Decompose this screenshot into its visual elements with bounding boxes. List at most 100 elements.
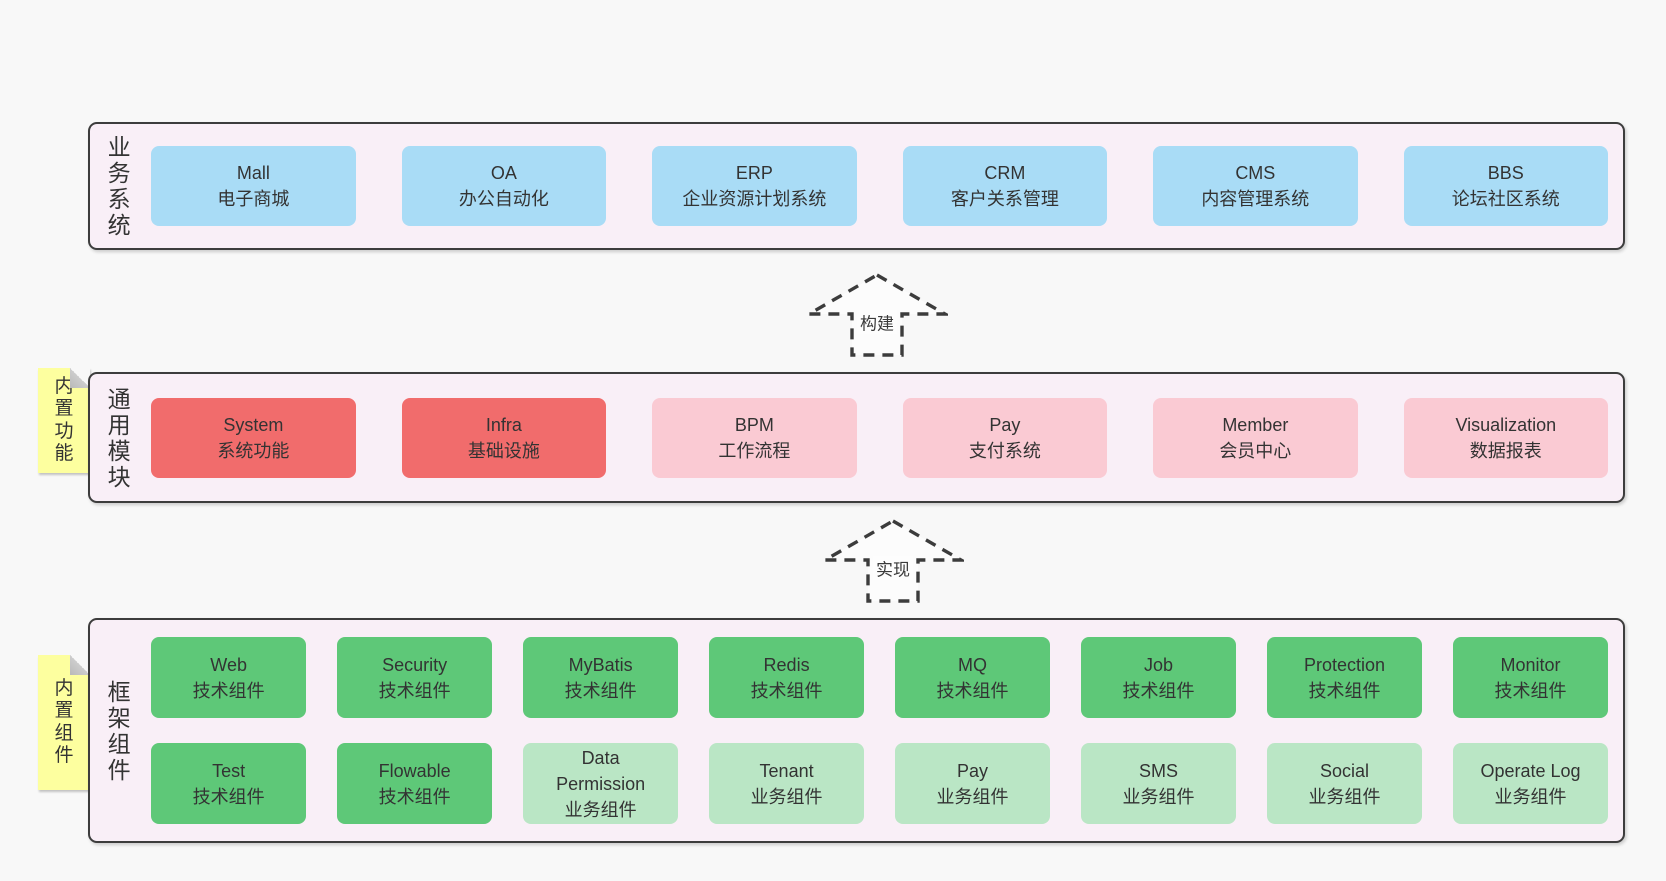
box-visualization: Visualization 数据报表 <box>1403 397 1609 478</box>
box-subtitle: 技术组件 <box>936 680 1009 701</box>
sticky-label: 内置功能 <box>54 375 74 465</box>
box-subtitle: 业务组件 <box>1122 786 1195 807</box>
box-subtitle: 技术组件 <box>1494 680 1567 701</box>
box-title: Web <box>210 654 247 675</box>
box-subtitle: 业务组件 <box>1308 786 1381 807</box>
box-member: Member 会员中心 <box>1153 397 1358 478</box>
box-subtitle: 技术组件 <box>1122 680 1195 701</box>
box-subtitle: 业务组件 <box>936 786 1009 807</box>
layer-business-systems: 业务系统 Mall 电子商城 OA 办公自动化 ERP 企业资源计划系统 CRM… <box>88 122 1625 250</box>
sticky-note-builtin-features: 内置功能 <box>38 368 90 473</box>
box-web: Web 技术组件 <box>151 637 307 718</box>
layer-label-modules: 通用模块 <box>107 385 131 490</box>
box-subtitle: 业务组件 <box>564 799 637 820</box>
box-crm: CRM 客户关系管理 <box>902 146 1108 226</box>
layer-label-business: 业务系统 <box>107 134 131 238</box>
sticky-label: 内置组件 <box>54 677 74 767</box>
box-subtitle: 技术组件 <box>378 680 451 701</box>
box-title: Redis <box>763 654 810 675</box>
box-title: Visualization <box>1455 414 1557 435</box>
box-social: Social 业务组件 <box>1267 743 1423 824</box>
box-subtitle: 企业资源计划系统 <box>682 189 827 209</box>
box-infra: Infra 基础设施 <box>401 397 607 478</box>
box-title: CRM <box>984 163 1026 183</box>
box-monitor: Monitor 技术组件 <box>1453 637 1608 718</box>
box-title: Test <box>212 760 246 781</box>
box-bbs: BBS 论坛社区系统 <box>1403 146 1609 226</box>
box-title: BBS <box>1487 163 1524 183</box>
box-subtitle: 工作流程 <box>718 440 791 461</box>
box-title: MyBatis <box>568 654 633 675</box>
box-title: Social <box>1320 760 1370 781</box>
box-subtitle: 业务组件 <box>1494 786 1567 807</box>
box-subtitle: 支付系统 <box>968 440 1041 461</box>
sticky-fold-icon <box>70 368 90 388</box>
box-title: Pay <box>989 414 1021 435</box>
framework-boxes-grid: Web 技术组件 Security 技术组件 MyBatis 技术组件 Redi… <box>151 637 1608 824</box>
business-boxes-row: Mall 电子商城 OA 办公自动化 ERP 企业资源计划系统 CRM 客户关系… <box>151 146 1609 226</box>
box-subtitle: 技术组件 <box>1308 680 1381 701</box>
box-subtitle: 技术组件 <box>750 680 823 701</box>
modules-boxes-row: System 系统功能 Infra 基础设施 BPM 工作流程 Pay 支付系统… <box>151 397 1609 478</box>
box-mq: MQ 技术组件 <box>895 637 1051 718</box>
box-title: Mall <box>236 163 270 183</box>
box-title: CMS <box>1235 163 1276 183</box>
layer-common-modules: 通用模块 System 系统功能 Infra 基础设施 BPM 工作流程 Pay… <box>88 372 1625 503</box>
box-test: Test 技术组件 <box>151 743 307 824</box>
box-title: Operate Log <box>1480 760 1581 781</box>
arrow-build: 构建 <box>806 272 948 358</box>
box-cms: CMS 内容管理系统 <box>1153 146 1358 226</box>
box-title: Job <box>1144 654 1174 675</box>
sticky-fold-icon <box>70 655 90 675</box>
box-subtitle: 数据报表 <box>1469 440 1542 461</box>
box-title: SMS <box>1139 760 1179 781</box>
box-subtitle: 内容管理系统 <box>1201 189 1310 209</box>
box-job: Job 技术组件 <box>1081 637 1237 718</box>
box-subtitle: 技术组件 <box>564 680 637 701</box>
box-operate-log: Operate Log 业务组件 <box>1453 743 1608 824</box>
box-bpm: BPM 工作流程 <box>652 397 857 478</box>
sticky-note-builtin-components: 内置组件 <box>38 655 90 790</box>
box-pay-module: Pay 支付系统 <box>902 397 1108 478</box>
box-subtitle: 业务组件 <box>750 786 823 807</box>
box-title: BPM <box>734 414 774 435</box>
box-security: Security 技术组件 <box>337 637 493 718</box>
box-subtitle: 客户关系管理 <box>950 189 1059 209</box>
framework-row-2: Test 技术组件 Flowable 技术组件 Data Permission … <box>151 743 1608 824</box>
box-title: Data Permission <box>556 747 646 794</box>
box-mall: Mall 电子商城 <box>151 146 356 226</box>
box-subtitle: 论坛社区系统 <box>1451 189 1560 209</box>
arrow-implement-label: 实现 <box>873 555 913 581</box>
box-subtitle: 基础设施 <box>467 440 540 461</box>
layer-label-framework: 框架组件 <box>107 678 131 783</box>
box-subtitle: 办公自动化 <box>458 189 549 209</box>
box-subtitle: 系统功能 <box>217 440 290 461</box>
box-title: Monitor <box>1500 654 1561 675</box>
box-title: MQ <box>958 654 988 675</box>
box-subtitle: 会员中心 <box>1219 440 1292 461</box>
box-title: Pay <box>957 760 989 781</box>
box-subtitle: 技术组件 <box>192 680 265 701</box>
box-data-permission: Data Permission 业务组件 <box>523 743 679 824</box>
box-title: OA <box>490 163 517 183</box>
arrow-implement: 实现 <box>822 518 964 604</box>
box-protection: Protection 技术组件 <box>1267 637 1423 718</box>
box-title: Flowable <box>378 760 451 781</box>
box-redis: Redis 技术组件 <box>709 637 865 718</box>
box-erp: ERP 企业资源计划系统 <box>652 146 857 226</box>
box-tenant: Tenant 业务组件 <box>709 743 865 824</box>
box-sms: SMS 业务组件 <box>1081 743 1237 824</box>
layer-framework-components: 框架组件 Web 技术组件 Security 技术组件 MyBatis 技术组件… <box>88 618 1625 843</box>
box-title: Tenant <box>759 760 814 781</box>
box-system: System 系统功能 <box>151 397 356 478</box>
box-title: Protection <box>1304 654 1386 675</box>
box-title: System <box>223 414 284 435</box>
box-title: Security <box>382 654 448 675</box>
box-title: Member <box>1222 414 1289 435</box>
arrow-build-label: 构建 <box>857 309 897 335</box>
box-mybatis: MyBatis 技术组件 <box>523 637 679 718</box>
box-flowable: Flowable 技术组件 <box>337 743 493 824</box>
box-oa: OA 办公自动化 <box>401 146 607 226</box>
box-subtitle: 技术组件 <box>192 786 265 807</box>
framework-row-1: Web 技术组件 Security 技术组件 MyBatis 技术组件 Redi… <box>151 637 1608 718</box>
